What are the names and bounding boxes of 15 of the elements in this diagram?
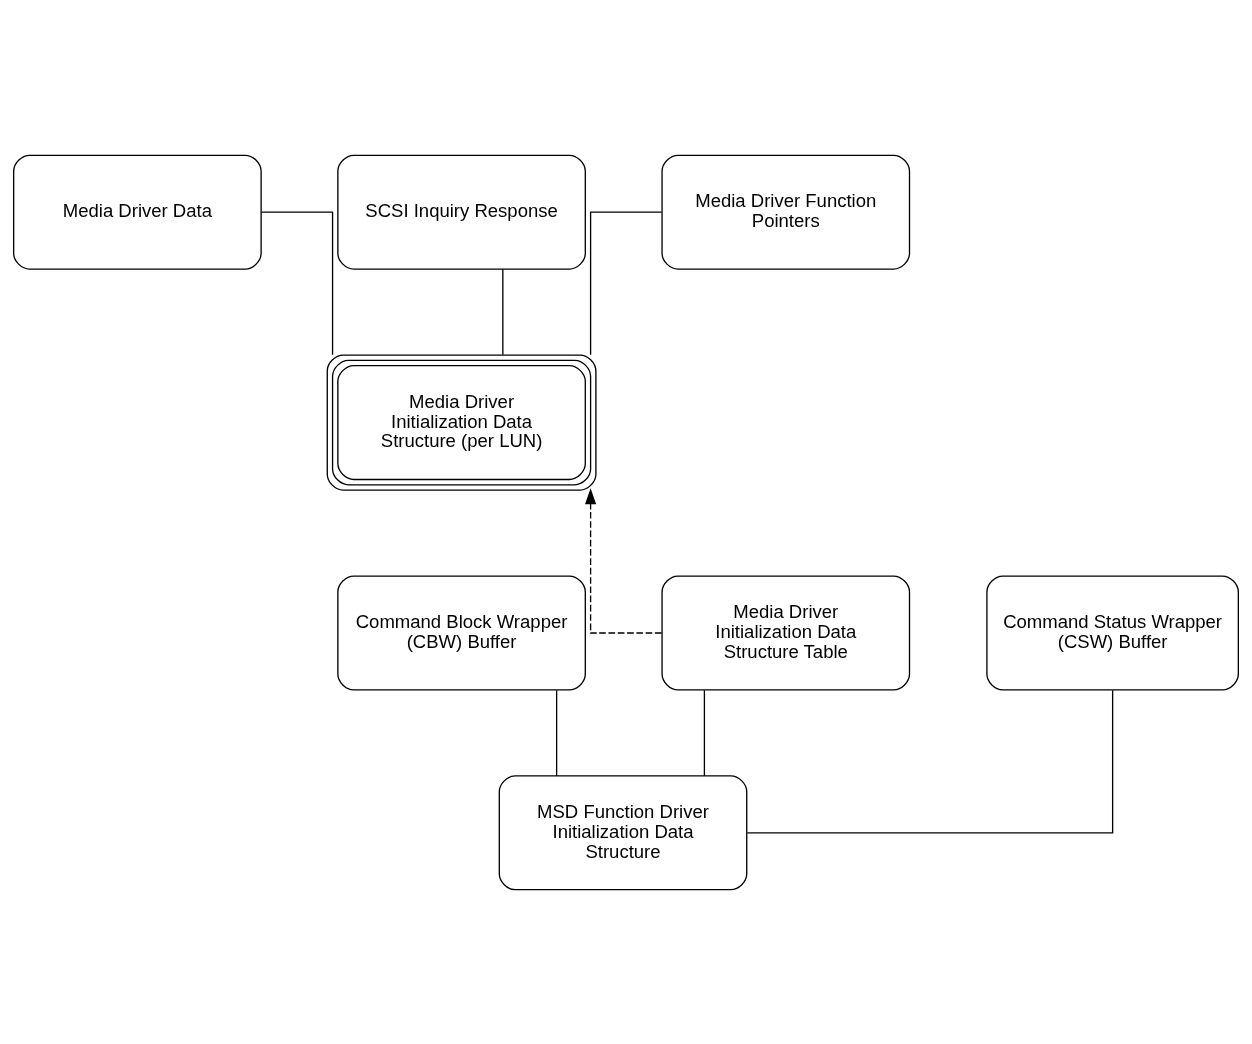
arrow <box>585 487 663 634</box>
connector <box>703 689 706 777</box>
node-box: SCSI Inquiry Response <box>337 154 586 270</box>
node-box: Media Driver Data <box>13 154 262 270</box>
node-box: Command Status Wrapper (CSW) Buffer <box>986 574 1239 691</box>
connector <box>746 689 1114 833</box>
connector <box>260 211 334 356</box>
node-box: Media Driver Function Pointers <box>661 154 911 270</box>
node-box: Command Block Wrapper (CBW) Buffer <box>337 574 586 691</box>
connector <box>502 267 504 355</box>
node-box: MSD Function Driver Initialization Data Structure <box>498 774 748 890</box>
connector <box>589 211 663 356</box>
connector <box>555 689 558 777</box>
node-box: Media Driver Initialization Data Structure Table <box>661 574 911 691</box>
node-box: Media Driver Initialization Data Structure (per LUN) <box>326 353 597 491</box>
